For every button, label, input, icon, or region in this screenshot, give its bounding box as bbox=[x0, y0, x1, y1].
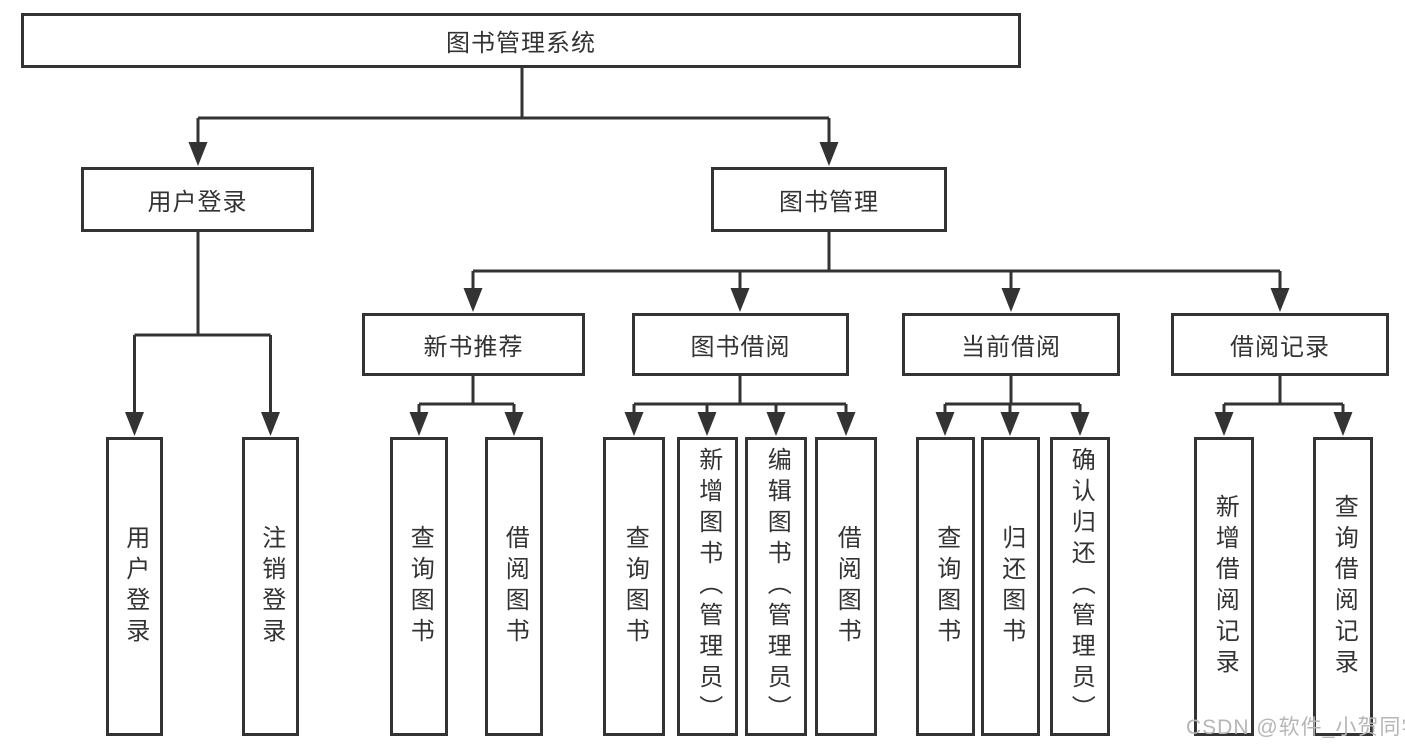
node-borrowing-records: 借阅记录 bbox=[1171, 313, 1389, 376]
node-leaf-user-login: 用户登录 bbox=[106, 437, 163, 736]
node-label: 确认归还（管理员） bbox=[1067, 447, 1095, 726]
node-leaf-logout: 注销登录 bbox=[242, 437, 299, 736]
node-book-management: 图书管理 bbox=[711, 167, 947, 232]
node-label: 图书管理系统 bbox=[446, 30, 596, 57]
node-library-management-system: 图书管理系统 bbox=[21, 13, 1021, 68]
node-leaf-confirm-return-admin: 确认归还（管理员） bbox=[1050, 437, 1110, 736]
node-label: 查询图书 bbox=[406, 524, 434, 649]
node-label: 归还图书 bbox=[997, 524, 1025, 649]
node-leaf-return-books: 归还图书 bbox=[981, 437, 1040, 736]
node-label: 借阅图书 bbox=[501, 524, 529, 649]
node-label: 借阅记录 bbox=[1230, 334, 1330, 361]
node-label: 新书推荐 bbox=[423, 334, 524, 361]
node-label: 新增借阅记录 bbox=[1211, 493, 1239, 680]
node-leaf-add-books-admin: 新增图书（管理员） bbox=[677, 437, 738, 736]
node-current-borrowing: 当前借阅 bbox=[902, 313, 1120, 376]
node-leaf-borrow-books-recommend: 借阅图书 bbox=[485, 437, 543, 736]
csdn-watermark: CSDN @软件_小贺同学 bbox=[1186, 716, 1405, 739]
node-user-login: 用户登录 bbox=[81, 167, 314, 232]
node-label: 查询图书 bbox=[932, 524, 960, 649]
node-label: 图书管理 bbox=[779, 189, 879, 216]
node-leaf-borrow-books-borrowing: 借阅图书 bbox=[815, 437, 877, 736]
node-leaf-query-borrow-record: 查询借阅记录 bbox=[1313, 437, 1373, 736]
node-label: 当前借阅 bbox=[961, 334, 1061, 361]
node-label: 用户登录 bbox=[121, 524, 149, 649]
node-label: 新增图书（管理员） bbox=[694, 447, 722, 726]
node-label: 编辑图书（管理员） bbox=[763, 447, 791, 726]
node-leaf-query-books-current: 查询图书 bbox=[916, 437, 975, 736]
node-new-book-recommend: 新书推荐 bbox=[362, 313, 585, 376]
node-leaf-query-books-borrowing: 查询图书 bbox=[603, 437, 665, 736]
node-label: 借阅图书 bbox=[833, 524, 861, 649]
node-label: 用户登录 bbox=[147, 189, 248, 216]
node-label: 注销登录 bbox=[257, 524, 285, 649]
node-book-borrowing: 图书借阅 bbox=[632, 313, 849, 376]
node-leaf-edit-books-admin: 编辑图书（管理员） bbox=[745, 437, 807, 736]
node-label: 查询图书 bbox=[621, 524, 649, 649]
node-leaf-query-books-recommend: 查询图书 bbox=[390, 437, 448, 736]
node-label: 图书借阅 bbox=[690, 334, 791, 361]
node-leaf-add-borrow-record: 新增借阅记录 bbox=[1194, 437, 1254, 736]
node-label: 查询借阅记录 bbox=[1330, 493, 1358, 680]
